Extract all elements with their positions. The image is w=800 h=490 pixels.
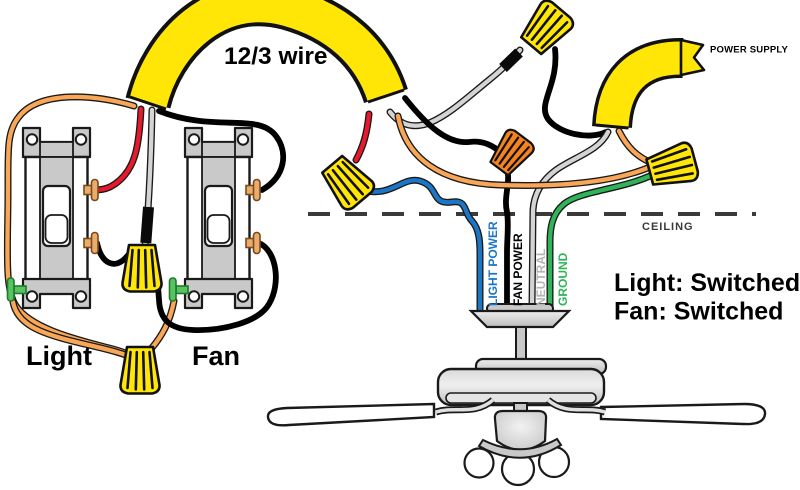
power-supply-cable: [592, 38, 706, 130]
wire-red-to-light-switch: [92, 105, 145, 194]
wire-black-12-3-fan: [402, 95, 504, 156]
fan-blade-right: [599, 402, 767, 426]
power-supply-label: POWER SUPPLY: [710, 45, 789, 56]
fan-blade-left: [266, 402, 436, 427]
black-tape-marker-ceiling: [499, 48, 523, 72]
cable-end-cut-left: [129, 95, 167, 111]
light-globe-left: [463, 447, 495, 479]
wire-nut-ceiling-ground: [643, 139, 702, 193]
light-kit-cup: [493, 409, 548, 452]
cable-end-cut-right: [367, 88, 405, 104]
motor-rim: [445, 392, 597, 404]
fan-switch: [168, 126, 262, 310]
wire-black-power-supply-hot: [542, 46, 609, 139]
cable-end-cut: [595, 123, 629, 130]
wire-white-taped-ceiling: [386, 46, 524, 130]
wire-nut-fan-power-orange: [484, 125, 538, 180]
wire-gray-neutral: [528, 128, 612, 313]
wire-black-to-fan-switch: [156, 108, 286, 193]
cable-torn-end: [679, 38, 706, 77]
neutral-wire-label: NEUTRAL: [534, 249, 548, 306]
status-light-switched: Light: Switched: [614, 269, 800, 297]
ceiling-label: CEILING: [642, 221, 694, 233]
wire-nut-light-power: [315, 150, 379, 214]
fan-power-wire-label: FAN POWER: [511, 233, 525, 306]
cable-12-3-label: 12/3 wire: [224, 43, 328, 70]
light-kit-collar: [477, 437, 563, 459]
light-switch: [6, 126, 100, 310]
status-fan-switched: Fan: Switched: [614, 298, 783, 326]
light-switch-label: Light: [26, 341, 92, 371]
wire-ground-fan-switch-pigtail: [147, 297, 178, 353]
wire-black-fan-power: [503, 163, 512, 312]
wire-ground-light-switch-pigtail: [9, 298, 139, 363]
wire-red-ceiling: [352, 110, 373, 164]
wire-green-ground: [546, 172, 654, 313]
cable-12-3: [125, 0, 408, 111]
wire-nut-switch-feed: [121, 243, 163, 293]
wire-orange-ground-ceiling: [394, 112, 654, 189]
ceiling-fan: [266, 303, 767, 487]
black-tape-marker-switch: [140, 206, 154, 244]
ground-wire-label: GROUND: [556, 252, 570, 306]
light-power-wire-label: LIGHT POWER: [486, 221, 500, 306]
fan-switch-label: Fan: [192, 341, 240, 371]
wire-nut-hot-feed: [514, 0, 578, 60]
wire-nut-switch-ground: [119, 345, 161, 395]
canopy: [468, 309, 572, 329]
wire-blue-light-power: [358, 176, 484, 313]
